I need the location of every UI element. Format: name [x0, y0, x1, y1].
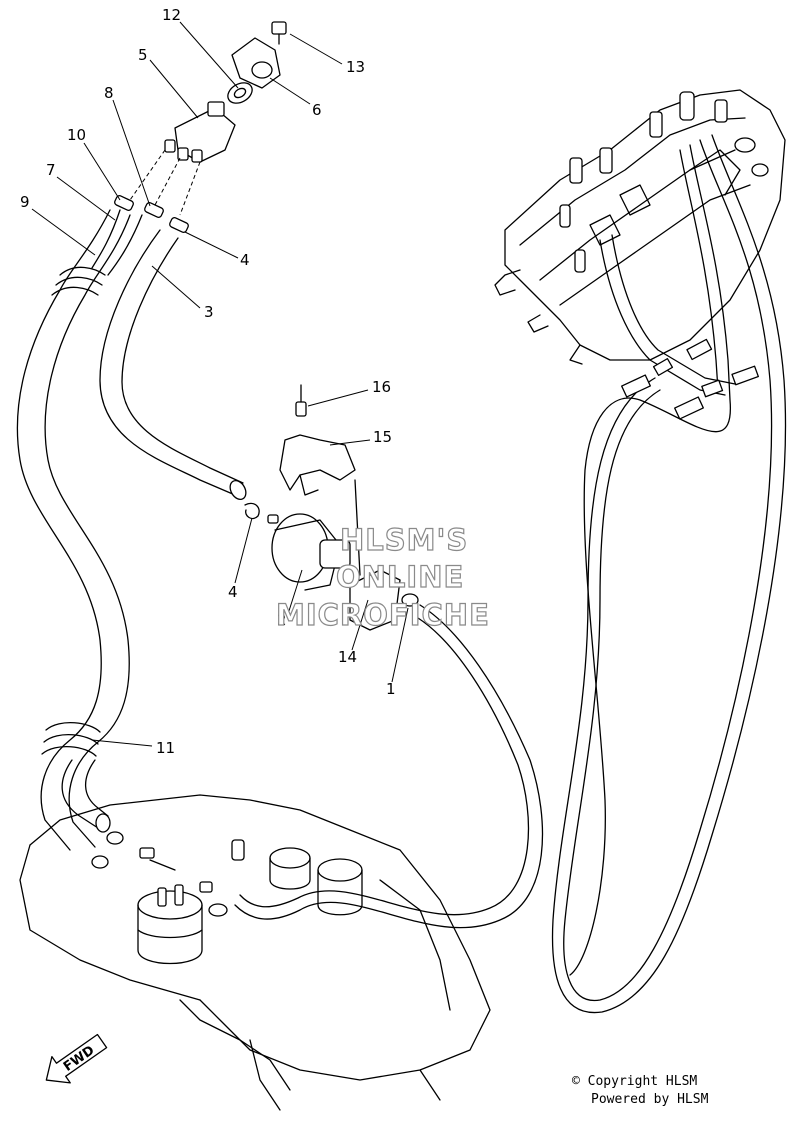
callout-8: 8 — [104, 84, 114, 102]
callout-15: 15 — [373, 428, 392, 446]
fuel-filter-assembly — [244, 384, 419, 631]
callout-7: 7 — [46, 161, 56, 179]
callout-9: 9 — [20, 193, 30, 211]
callout-labels: 12 13 5 6 8 10 7 9 4 3 16 15 4 2 14 1 11 — [20, 6, 396, 757]
watermark-line-3: MICROFICHE — [276, 598, 490, 632]
callout-5: 5 — [138, 46, 148, 64]
callout-6: 6 — [312, 101, 322, 119]
callout-1: 1 — [386, 680, 396, 698]
callout-16: 16 — [372, 378, 391, 396]
leader-lines — [31, 21, 409, 747]
hose-coupling — [621, 338, 759, 420]
callout-2: 2 — [277, 611, 287, 629]
fuel-tank — [19, 794, 491, 1111]
filter-outlet-hose — [234, 604, 544, 929]
callout-11: 11 — [156, 739, 175, 757]
fwd-arrow: FWD — [45, 1033, 108, 1084]
callout-12: 12 — [162, 6, 181, 24]
return-hose-loops — [551, 134, 787, 1014]
footer: © Copyright HLSM Powered by HLSM — [572, 1074, 709, 1107]
callout-13: 13 — [346, 58, 365, 76]
callout-14: 14 — [338, 648, 357, 666]
callout-3: 3 — [204, 303, 214, 321]
watermark-line-1: HLSM'S — [340, 523, 468, 557]
engine-block — [494, 89, 786, 365]
watermark-line-2: ONLINE — [336, 560, 464, 594]
fwd-arrow-icon — [45, 1033, 108, 1084]
left-hose-bundle — [16, 195, 247, 851]
copyright-text: © Copyright HLSM — [572, 1074, 697, 1089]
callout-4-upper: 4 — [240, 251, 250, 269]
watermark: HLSM'S ONLINE MICROFICHE — [275, 522, 490, 632]
callout-10: 10 — [67, 126, 86, 144]
fuel-cock-assembly — [129, 21, 287, 216]
powered-by-text: Powered by HLSM — [591, 1092, 709, 1107]
callout-4-lower: 4 — [228, 583, 238, 601]
